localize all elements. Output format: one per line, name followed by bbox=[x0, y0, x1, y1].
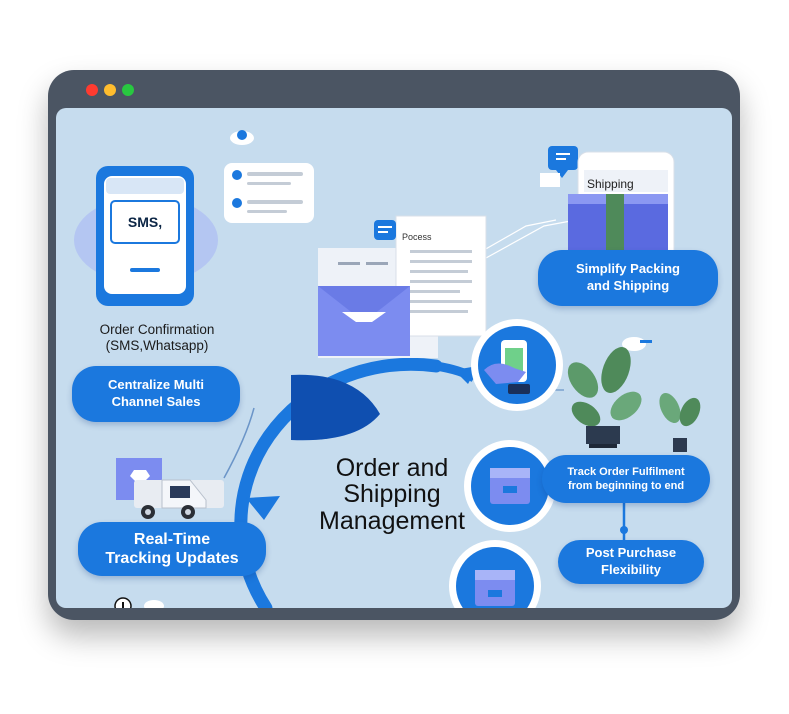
post-purchase-line2: Flexibility bbox=[601, 562, 661, 577]
shipping-box-icon bbox=[540, 146, 675, 269]
chat-card-icon bbox=[224, 130, 314, 223]
browser-window: SMS, bbox=[48, 70, 740, 620]
simplify-packing-pill: Simplify Packing and Shipping bbox=[538, 250, 718, 306]
simplify-line1: Simplify Packing bbox=[575, 261, 681, 277]
main-title: Order and Shipping Management bbox=[292, 455, 492, 534]
real-time-line1: Real-Time bbox=[133, 530, 211, 548]
real-time-line2: Tracking Updates bbox=[105, 550, 239, 567]
infographic-canvas: SMS, bbox=[56, 108, 732, 608]
post-purchase-line1: Post Purchase bbox=[585, 545, 677, 561]
order-confirmation-line2: (SMS,Whatsapp) bbox=[105, 338, 209, 354]
connector-dot bbox=[620, 526, 628, 534]
centralize-line1: Centralize Multi bbox=[107, 377, 205, 393]
maximize-button[interactable] bbox=[122, 84, 134, 96]
title-line2: Shipping bbox=[343, 480, 441, 509]
minimize-button[interactable] bbox=[104, 84, 116, 96]
document-label: Pocess bbox=[402, 232, 432, 242]
post-purchase-pill: Post Purchase Flexibility bbox=[558, 540, 704, 584]
title-line1: Order and bbox=[335, 454, 449, 482]
shipping-label: Shipping bbox=[587, 177, 634, 191]
package-icon-bottom bbox=[449, 540, 541, 608]
truck-icon bbox=[116, 458, 224, 519]
connector-line bbox=[223, 407, 255, 479]
connector-line bbox=[485, 219, 577, 259]
centralize-sales-pill: Centralize Multi Channel Sales bbox=[72, 366, 240, 422]
package-icon bbox=[464, 440, 556, 532]
track-fulfilment-pill: Track Order Fulfilment from beginning to… bbox=[542, 455, 710, 503]
track-line2: from beginning to end bbox=[567, 480, 685, 492]
centralize-line2: Channel Sales bbox=[111, 394, 201, 409]
arrow-swoosh-icon bbox=[291, 374, 380, 441]
info-icon bbox=[114, 597, 164, 608]
connector-line bbox=[483, 219, 557, 251]
down-arrow-icon bbox=[246, 496, 280, 520]
plant-icon bbox=[567, 337, 701, 452]
order-confirmation-line1: Order Confirmation bbox=[99, 322, 215, 337]
title-line3: Management bbox=[319, 506, 465, 535]
order-confirmation-label: Order Confirmation (SMS,Whatsapp) bbox=[74, 322, 240, 355]
simplify-line2: and Shipping bbox=[586, 278, 670, 293]
sms-screen-text: SMS, bbox=[127, 214, 163, 230]
close-button[interactable] bbox=[86, 84, 98, 96]
track-line1: Track Order Fulfilment bbox=[567, 465, 685, 478]
real-time-tracking-pill: Real-Time Tracking Updates bbox=[78, 522, 266, 576]
sms-phone-icon bbox=[74, 166, 218, 306]
document-icon bbox=[318, 215, 487, 358]
mobile-payment-icon bbox=[471, 319, 563, 411]
